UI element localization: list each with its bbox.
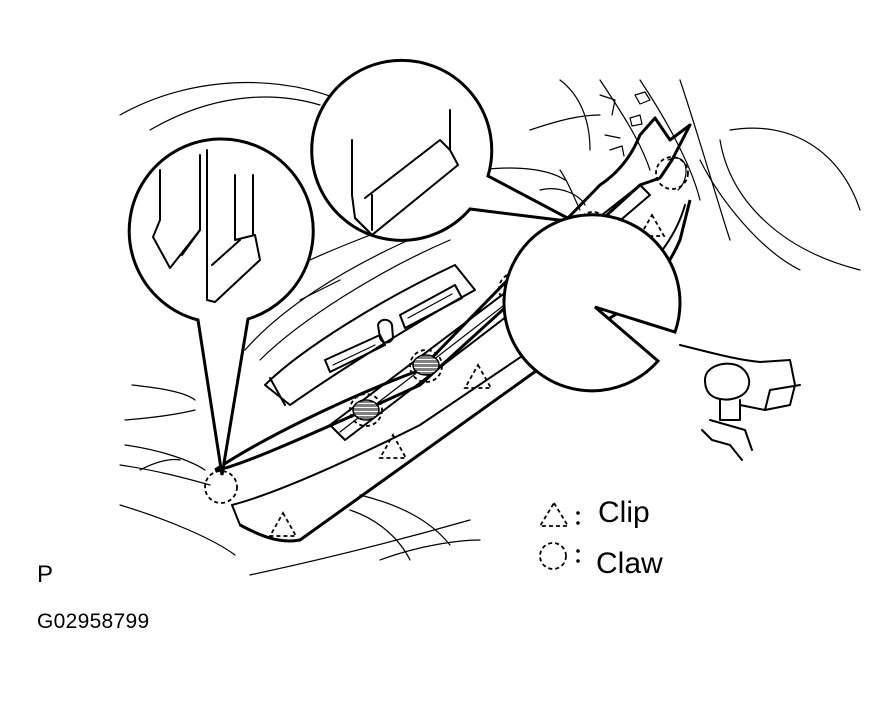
figure-code: G02958799 [37, 610, 150, 633]
dashed-circle-icon [409, 349, 443, 383]
claw-legend-label: Claw [596, 547, 663, 580]
clip-legend-label: Clip [598, 496, 650, 529]
dashed-circle-icon [204, 470, 238, 504]
clip-legend-triangle-icon [538, 501, 570, 527]
legend-symbols [538, 501, 580, 570]
dashed-triangle-icon [378, 433, 408, 459]
dashed-circle-icon [349, 393, 383, 427]
door-trim-panel [264, 264, 476, 406]
top-claw-detail-callout [310, 58, 576, 242]
right-clip-detail-callout [502, 213, 801, 461]
left-claw-detail-callout [127, 137, 315, 476]
claw-legend-circle-icon [539, 542, 567, 570]
view-letter: P [37, 561, 54, 588]
dashed-triangle-icon [463, 363, 493, 389]
dashed-triangle-icon [268, 511, 298, 537]
dashed-triangle-icon [638, 213, 666, 237]
dashed-circle-icon [655, 156, 689, 190]
